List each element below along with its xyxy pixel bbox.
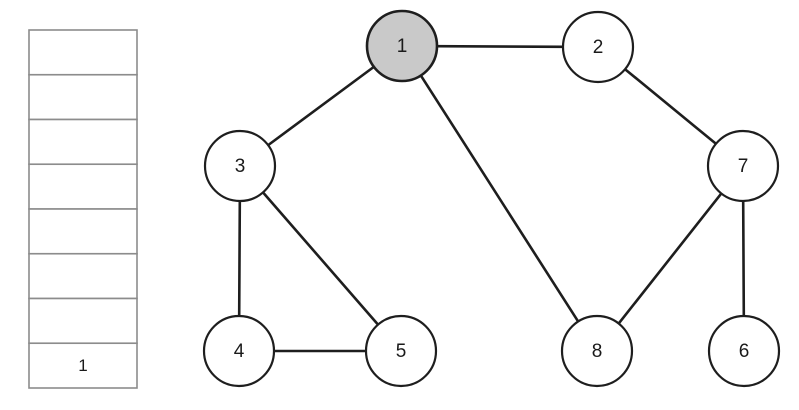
stack-cell[interactable] [28,73,138,121]
stack-cell[interactable]: 1 [28,342,138,389]
node-label: 2 [593,37,604,58]
stack-cell[interactable] [28,29,138,76]
traversal-stack: 1 [28,29,138,389]
node-label: 3 [235,156,246,177]
graph-edges [237,44,746,353]
stack-cell-box [28,297,138,345]
stack-cell-box [28,118,138,166]
stack-cell-box [28,73,138,121]
graph-edge-7-6 [741,198,746,319]
stack-cell-box [28,252,138,300]
stack-cell-box [28,208,138,255]
graph-edge-7-8 [616,191,724,326]
stack-cell[interactable] [28,118,138,166]
graph-edge-3-4 [237,198,242,319]
stack-cell-box [28,163,138,210]
node-label: 8 [592,341,603,362]
graph-edge-1-8 [419,73,580,324]
graph-node-8[interactable]: 8 [560,314,634,388]
node-label: 1 [397,36,408,57]
graph-node-2[interactable]: 2 [561,10,635,84]
graph-edge-1-2 [434,44,566,49]
graph-node-4[interactable]: 4 [202,314,276,388]
graph-nodes: 1 2 3 7 4 5 8 6 [202,9,781,388]
graph-node-6[interactable]: 6 [707,314,781,388]
stack-cell[interactable] [28,252,138,300]
stack-cell[interactable] [28,208,138,255]
node-circle-visited [365,9,439,83]
node-label: 4 [234,341,245,362]
node-label: 6 [739,341,750,362]
node-label: 5 [396,341,407,362]
stack-cell[interactable] [28,297,138,345]
stack-cell-label: 1 [78,356,87,375]
node-circle [364,314,438,388]
graph-node-5[interactable]: 5 [364,314,438,388]
graph-edge-3-5 [261,190,380,327]
stack-cell-box [28,29,138,76]
graph-node-3[interactable]: 3 [203,129,277,203]
node-circle [203,129,277,203]
node-circle [202,314,276,388]
node-circle [707,314,781,388]
graph-edge-2-7 [622,67,719,146]
node-circle [561,10,635,84]
graph-edge-1-3 [266,64,376,148]
node-circle [560,314,634,388]
stack-cell[interactable] [28,163,138,210]
graph-node-7[interactable]: 7 [706,129,780,203]
node-label: 7 [738,156,749,177]
stack-cell-box [28,342,138,389]
node-circle [706,129,780,203]
graph-node-1[interactable]: 1 [365,9,439,83]
